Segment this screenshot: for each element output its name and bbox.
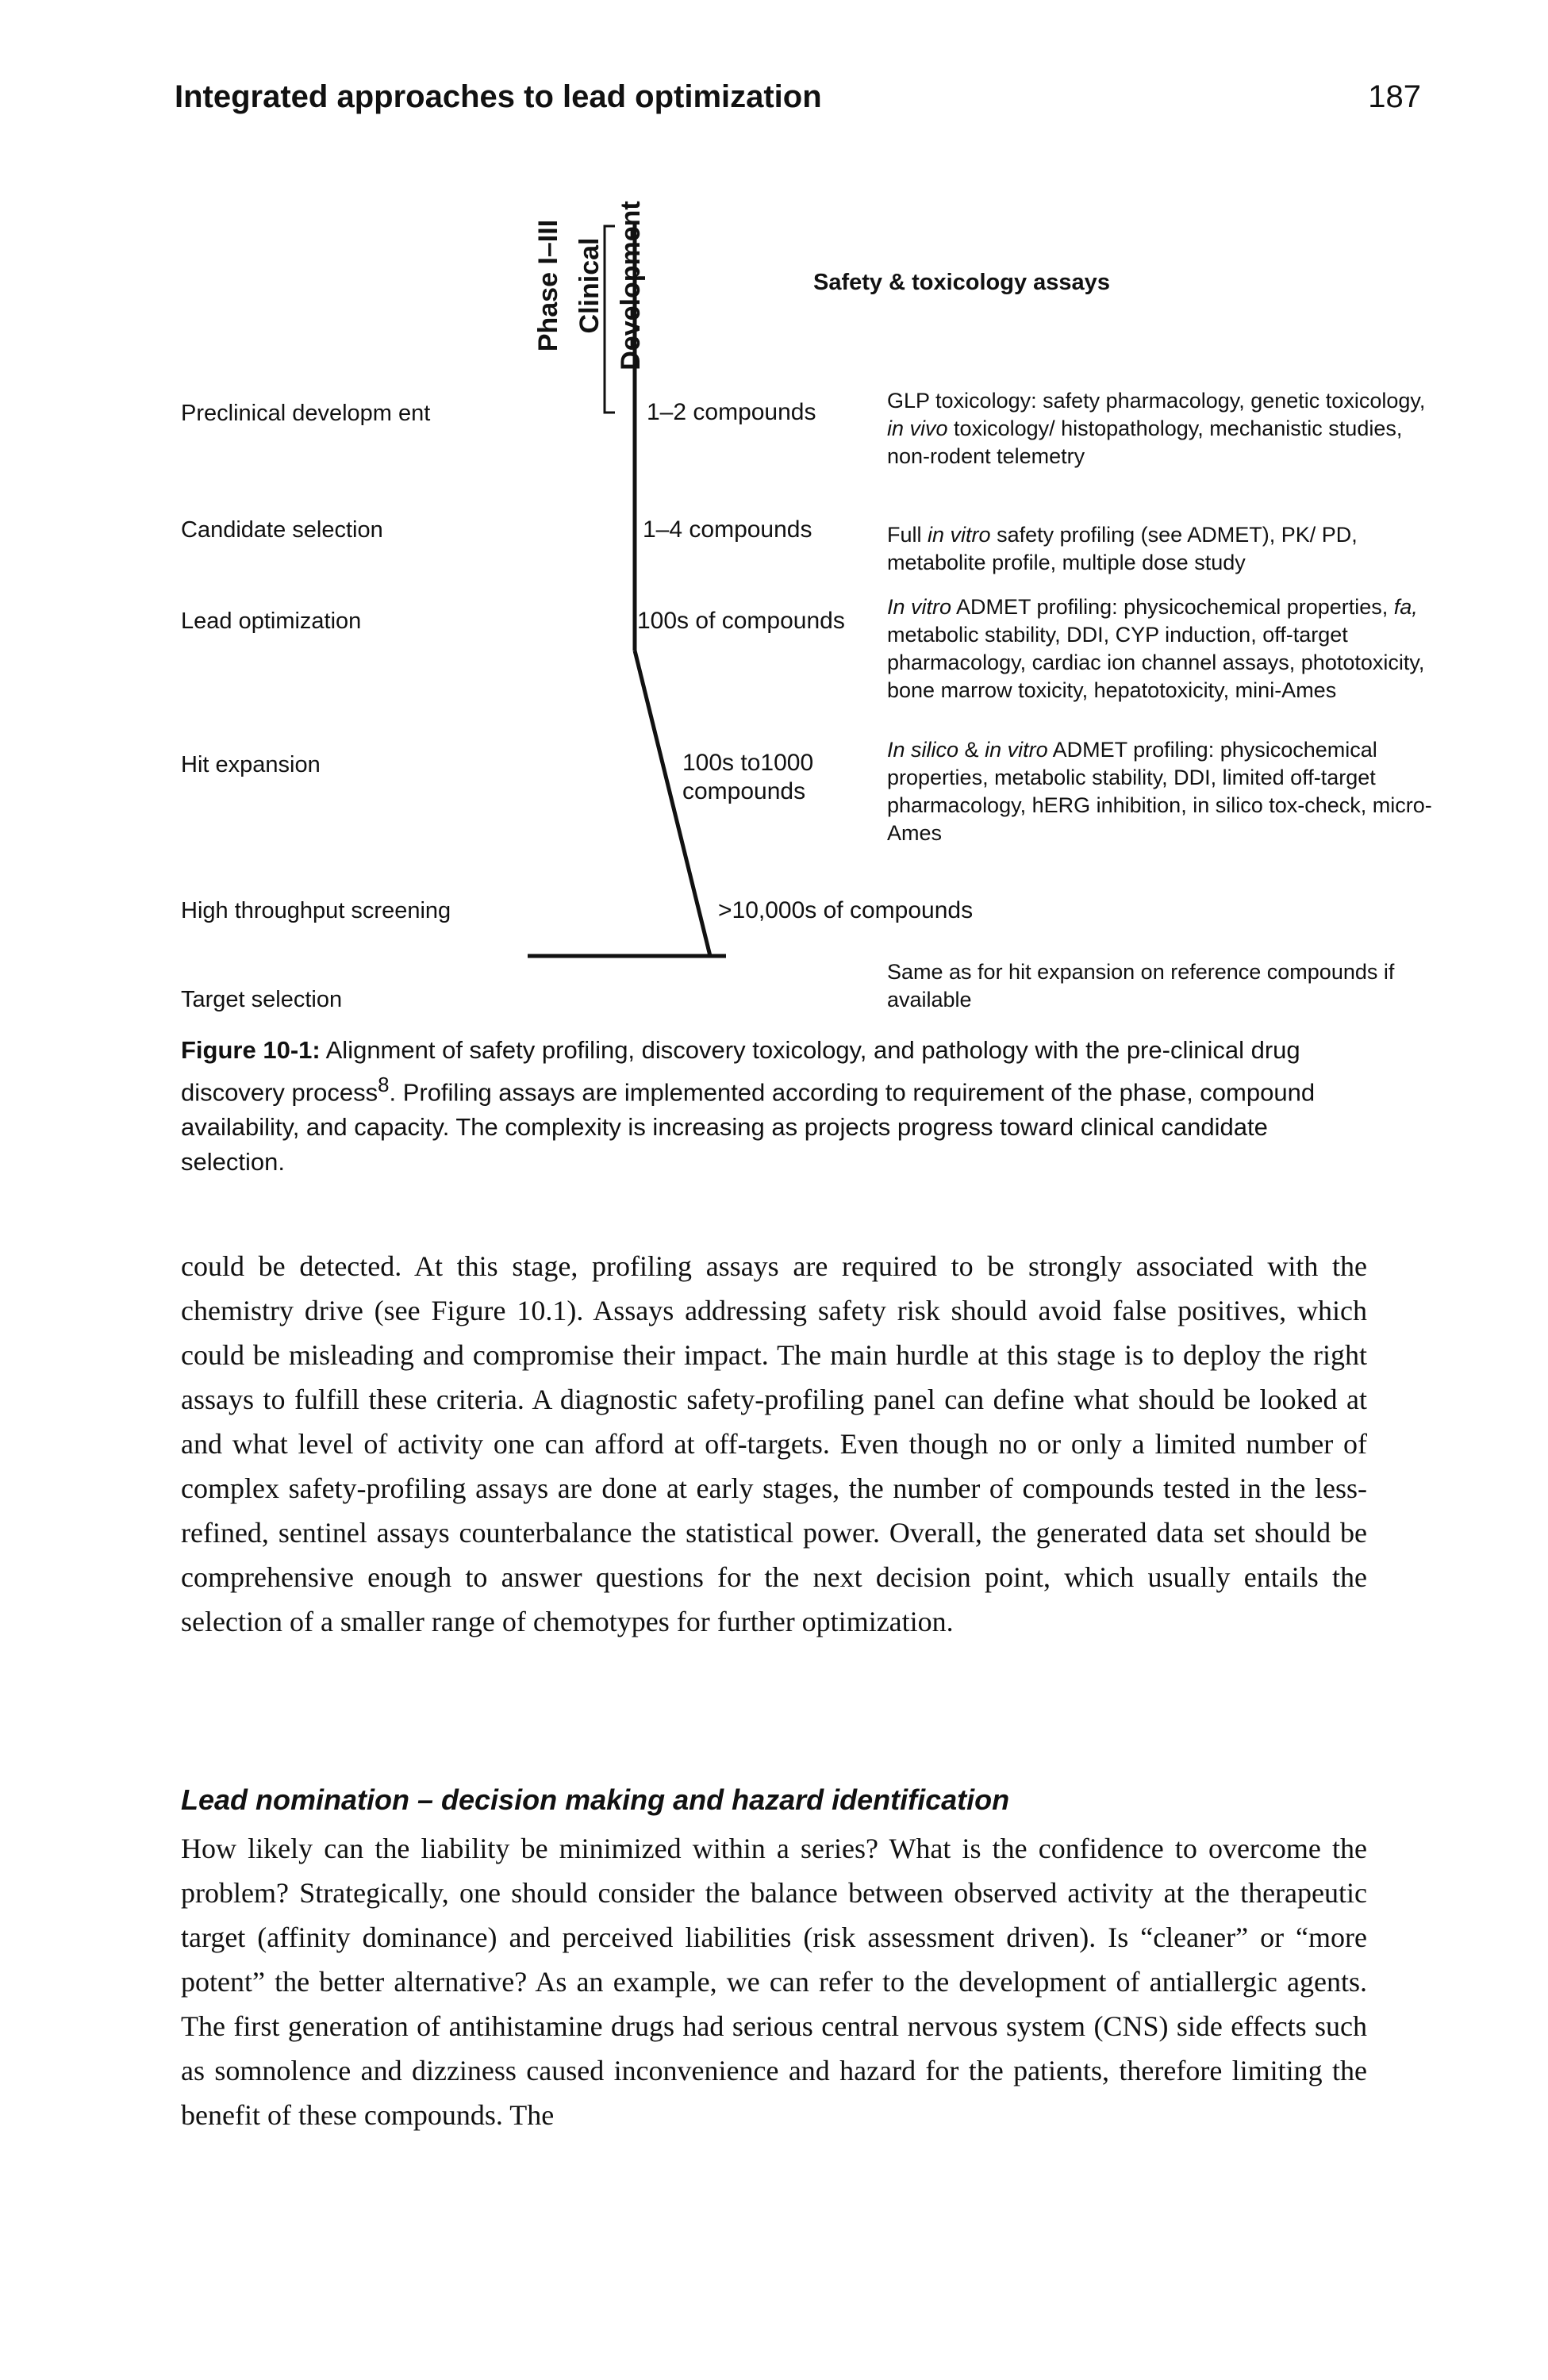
- stage-label: Lead optimization: [181, 608, 362, 634]
- caption-text: . Profiling assays are implemented accor…: [181, 1078, 1316, 1177]
- compound-count: >10,000s of compounds: [718, 897, 974, 923]
- stage-label: High throughput screening: [181, 898, 451, 923]
- caption-text: Alignment of safety profiling, discovery…: [181, 1036, 1300, 1107]
- figure-caption: Figure 10-1: Alignment of safety profili…: [181, 1033, 1371, 1180]
- phase-bracket: [603, 225, 615, 414]
- desc-italic: in vivo: [887, 416, 948, 440]
- desc-text: ADMET profiling: physicochemical propert…: [887, 738, 1432, 845]
- assay-description-full: Full in vitro safety profiling (see ADME…: [887, 521, 1442, 577]
- assay-description-glp: GLP toxicology: safety pharmacology, gen…: [887, 387, 1442, 470]
- caption-ref: 8: [378, 1074, 390, 1096]
- section-heading: Lead nomination – decision making and ha…: [181, 1783, 1010, 1816]
- desc-text: toxicology/ histopathology, mechanistic …: [887, 416, 1403, 468]
- compound-count: 1–4 compounds: [643, 516, 812, 543]
- stage-label: Preclinical developm ent: [181, 401, 431, 426]
- desc-text: &: [964, 738, 979, 762]
- phase-label: Phase I–III Clinical Development: [528, 159, 646, 413]
- desc-text: ADMET profiling: physicochemical propert…: [956, 595, 1389, 619]
- compound-count: 100s of compounds: [637, 608, 845, 634]
- compound-count: compounds: [682, 778, 806, 804]
- desc-italic: In silico: [887, 738, 959, 762]
- page-number: 187: [1368, 79, 1421, 114]
- desc-text: GLP toxicology: safety pharmacology, gen…: [887, 389, 1426, 413]
- running-title: Integrated approaches to lead optimizati…: [175, 79, 822, 114]
- desc-text: Full: [887, 523, 922, 547]
- funnel-slant-line: [632, 650, 713, 957]
- safety-assays-title: Safety & toxicology assays: [813, 270, 1110, 295]
- body-paragraph-2: How likely can the liability be minimize…: [181, 1826, 1367, 2137]
- stage-label: Hit expansion: [181, 752, 321, 777]
- body-paragraph-1: could be detected. At this stage, profil…: [181, 1244, 1367, 1644]
- caption-label: Figure 10-1:: [181, 1036, 321, 1064]
- assay-description-in-silico: In silico & in vitro ADMET profiling: ph…: [887, 736, 1442, 847]
- desc-text: safety profiling (see ADMET), PK/ PD, me…: [887, 523, 1358, 574]
- phase-label-line2: Clinical Development: [574, 201, 646, 370]
- funnel-diagram: [528, 222, 726, 958]
- paragraph: How likely can the liability be minimize…: [181, 1833, 1367, 2131]
- compound-count: 100s to1000: [682, 750, 814, 776]
- desc-italic: in vitro: [985, 738, 1048, 762]
- stage-label: Candidate selection: [181, 517, 383, 543]
- phase-label-line1: Phase I–III: [533, 219, 563, 352]
- assay-description-in-vitro: In vitro ADMET profiling: physicochemica…: [887, 593, 1442, 704]
- stage-label: Target selection: [181, 987, 343, 1012]
- assay-description-reference: Same as for hit expansion on reference c…: [887, 960, 1395, 1012]
- desc-italic: in vitro: [928, 523, 991, 547]
- desc-italic: In vitro: [887, 595, 952, 619]
- paragraph: could be detected. At this stage, profil…: [181, 1250, 1367, 1637]
- desc-italic: fa,: [1393, 595, 1418, 619]
- desc-text: metabolic stability, DDI, CYP induction,…: [887, 623, 1425, 702]
- compound-count: 1–2 compounds: [647, 399, 816, 425]
